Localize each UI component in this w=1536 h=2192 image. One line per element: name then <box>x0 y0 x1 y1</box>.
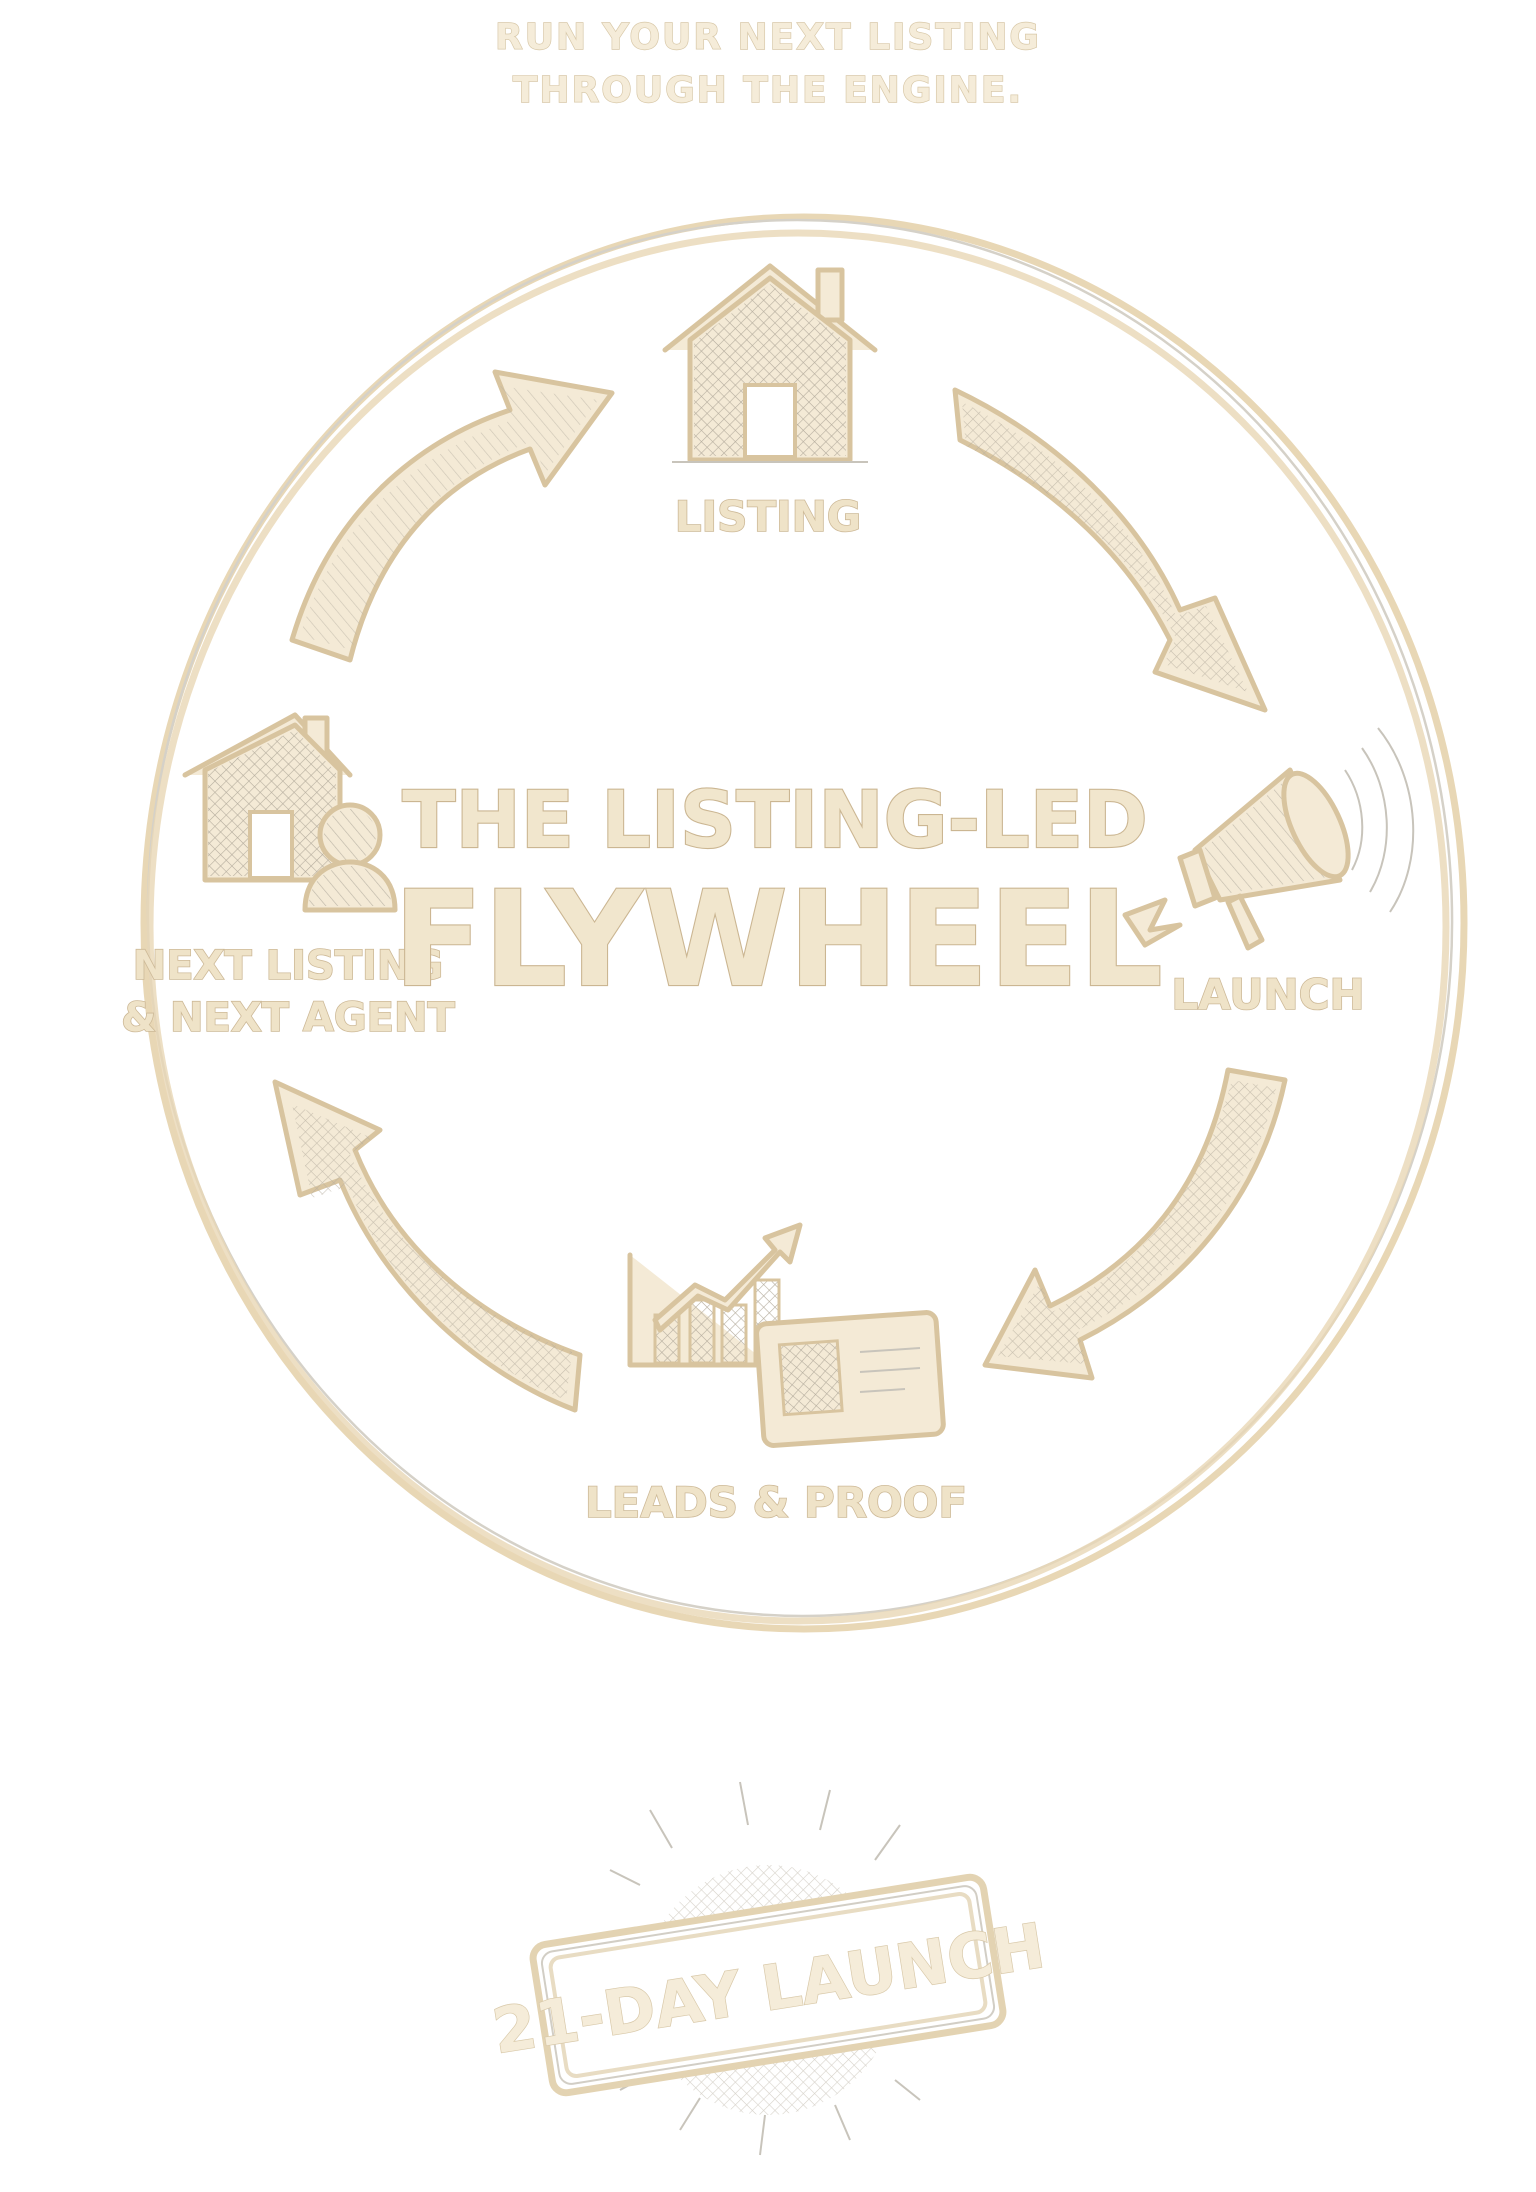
arrow-leads-to-next <box>272 1079 583 1413</box>
stage-label-listing: LISTING <box>675 492 862 541</box>
house-icon <box>662 263 878 463</box>
agent-person-icon <box>302 802 398 913</box>
header-line-1: RUN YOUR NEXT LISTING <box>495 17 1041 58</box>
megaphone-icon <box>1122 727 1415 951</box>
house-with-agent-icon <box>182 712 353 883</box>
id-card-icon <box>754 1310 946 1448</box>
flywheel-ring <box>140 213 1468 1633</box>
arrow-listing-to-launch <box>952 387 1268 713</box>
launch-badge: 21-DAY LAUNCH <box>487 1781 1050 2156</box>
stage-label-launch: LAUNCH <box>1171 970 1364 1019</box>
arrow-next-to-listing <box>289 369 615 663</box>
stage-label-next-line-2: & NEXT AGENT <box>121 995 455 1041</box>
center-title-line-2: FLYWHEEL <box>393 863 1163 1017</box>
stage-label-leads-proof: LEADS & PROOF <box>585 1478 967 1527</box>
center-title-line-1: THE LISTING-LED <box>402 776 1147 866</box>
header-line-2: THROUGH THE ENGINE. <box>513 70 1023 111</box>
arrow-launch-to-leads <box>982 1067 1288 1381</box>
stage-label-next-line-1: NEXT LISTING <box>133 943 444 989</box>
